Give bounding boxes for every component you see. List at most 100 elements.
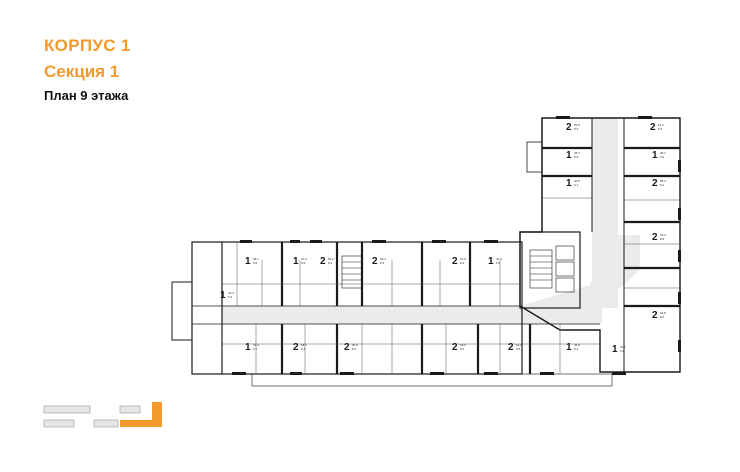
apartment-price: 8.1 [660, 183, 665, 187]
apartment-price: 8.6 [660, 237, 665, 241]
apartment-price: 6.5 [496, 261, 501, 265]
apartment-price: 6.1 [253, 347, 258, 351]
minimap-buildings [43, 405, 141, 428]
apartment-area: 42.3 [228, 291, 234, 295]
apartment-price: 5.8 [253, 261, 258, 265]
apartment-area: 60.4 [380, 257, 386, 261]
apartment-price: 8.2 [328, 261, 333, 265]
apartment-price: 6.1 [574, 183, 579, 187]
apartment-rooms: 2 [372, 256, 378, 267]
apartment-price: 5.9 [574, 155, 579, 159]
apartment-area: 38.4 [574, 151, 580, 155]
apartment-price: 6.0 [660, 155, 665, 159]
apartment-price: 6.3 [228, 295, 233, 299]
apartment-rooms: 2 [344, 342, 350, 353]
apartment-price: 8.1 [301, 347, 306, 351]
apartment-rooms: 2 [452, 256, 458, 267]
apartment-area: 41.7 [620, 345, 626, 349]
interior-lines [222, 197, 680, 374]
apartment-rooms: 2 [652, 310, 658, 321]
apartment-rooms: 2 [652, 178, 658, 189]
apartment-rooms: 1 [220, 290, 226, 301]
minimap-current-section [120, 402, 162, 427]
floor-plan-title: План 9 этажа [44, 88, 129, 103]
apartment-area: 62.8 [660, 311, 666, 315]
apartment-rooms: 2 [652, 232, 658, 243]
apartment-rooms: 1 [566, 150, 572, 161]
apartment-area: 39.1 [660, 151, 666, 155]
apartment-price: 6.4 [574, 347, 579, 351]
apartment-area: 37.9 [301, 257, 307, 261]
apartment-price: 8.4 [658, 127, 663, 131]
apartment-area: 38.1 [253, 257, 259, 261]
stairwell [341, 245, 575, 293]
apartment-area: 59.6 [460, 343, 466, 347]
apartment-area: 43.8 [574, 343, 580, 347]
apartment-rooms: 1 [293, 256, 299, 267]
apartment-rooms: 2 [293, 342, 299, 353]
apartment-area: 61.5 [460, 257, 466, 261]
apartment-area: 58.3 [660, 179, 666, 183]
windows [232, 116, 681, 375]
apartment-price: 8.2 [460, 347, 465, 351]
site-minimap [43, 402, 162, 428]
apartment-price: 8.3 [352, 347, 357, 351]
apartment-price: 5.8 [301, 261, 306, 265]
apartment-area: 41.0 [253, 343, 259, 347]
apartment-area: 63.0 [660, 233, 666, 237]
apartment-rooms: 1 [566, 342, 572, 353]
apartment-rooms: 1 [566, 178, 572, 189]
apartment-price: 8.5 [516, 347, 521, 351]
apartment-area: 62.1 [516, 343, 522, 347]
apartment-area: 61.2 [658, 123, 664, 127]
apartment-rooms: 2 [320, 256, 326, 267]
apartment-rooms: 2 [566, 122, 572, 133]
apartment-rooms: 1 [245, 342, 251, 353]
apartment-rooms: 1 [488, 256, 494, 267]
apartment-price: 8.4 [460, 261, 465, 265]
apartment-rooms: 1 [245, 256, 251, 267]
apartment-area: 60.9 [352, 343, 358, 347]
apartment-price: 8.6 [660, 315, 665, 319]
apartment-area: 58.7 [301, 343, 307, 347]
apartment-rooms: 2 [650, 122, 656, 133]
apartment-area: 59.2 [328, 257, 334, 261]
apartment-rooms: 2 [452, 342, 458, 353]
apartment-price: 8.3 [380, 261, 385, 265]
apartment-rooms: 1 [652, 150, 658, 161]
section-title: Секция 1 [44, 62, 120, 81]
apartment-area: 40.5 [574, 179, 580, 183]
corridor [222, 118, 640, 324]
apartment-area: 59.8 [574, 123, 580, 127]
apartment-rooms: 1 [612, 344, 618, 355]
apartment-rooms: 2 [508, 342, 514, 353]
apartment-price: 6.2 [620, 349, 625, 353]
apartment-price: 8.3 [574, 127, 579, 131]
building-title: КОРПУС 1 [44, 36, 131, 55]
apartment-area: 44.6 [496, 257, 502, 261]
